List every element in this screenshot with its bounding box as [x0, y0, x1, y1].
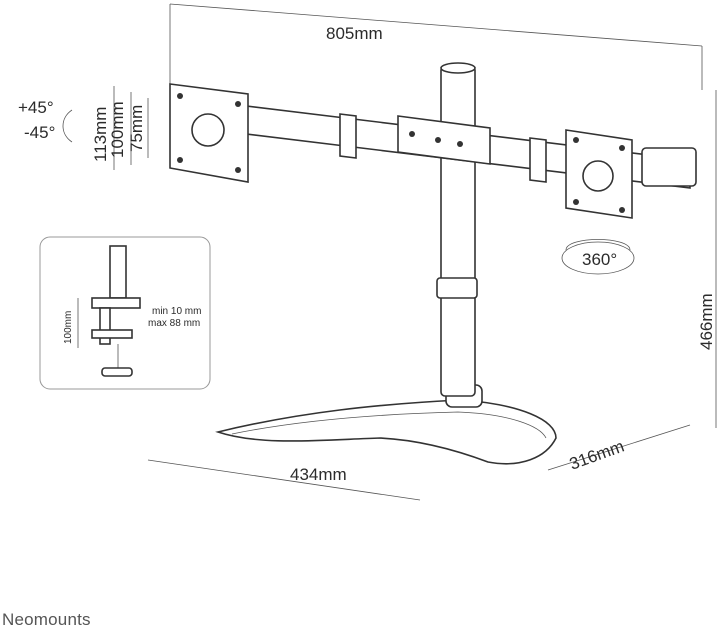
- label-base-depth: 316mm: [567, 437, 627, 474]
- clamp-inset: [39, 236, 211, 390]
- label-base-width: 434mm: [290, 465, 347, 484]
- dimension-lines: [113, 3, 717, 501]
- label-tilt-down: -45°: [24, 123, 55, 142]
- label-min-thickness: min 10 mm: [152, 306, 201, 317]
- stand-base: [215, 384, 557, 465]
- label-vesa-113: 113mm: [91, 107, 110, 162]
- brand-logo: Neomounts: [2, 610, 91, 629]
- label-vesa-100: 100mm: [108, 101, 127, 158]
- vesa-plate-left: [169, 83, 249, 183]
- label-tilt-up: +45°: [18, 98, 54, 117]
- label-max-thickness: max 88 mm: [148, 318, 200, 329]
- stand-pole: [436, 62, 478, 397]
- label-height-total: 466mm: [697, 293, 716, 350]
- vesa-plate-right: [565, 129, 633, 219]
- label-width-total: 805mm: [326, 24, 383, 43]
- rotation-arrow-icon: [561, 239, 635, 275]
- label-clamp-height: 100mm: [63, 311, 74, 344]
- label-vesa-75: 75mm: [127, 105, 146, 152]
- label-rotation: 360°: [582, 250, 617, 269]
- tilt-arrow-icon: [62, 109, 73, 143]
